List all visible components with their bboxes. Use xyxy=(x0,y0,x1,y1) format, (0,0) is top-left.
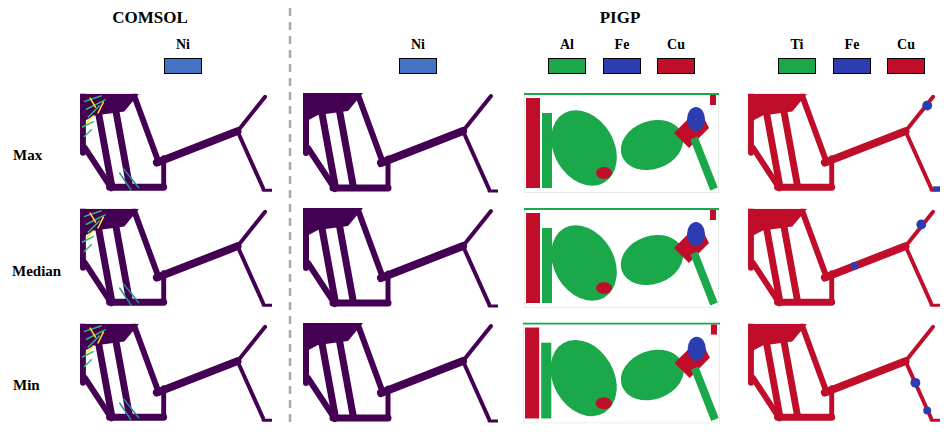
pigp-tifecu-structure xyxy=(748,93,940,193)
legend-text: Fe xyxy=(845,37,860,52)
legend-swatch xyxy=(603,58,641,74)
pigp-ni-structure xyxy=(303,93,498,193)
pigp-alfecu-structure xyxy=(523,322,720,424)
legend-swatch xyxy=(887,58,925,74)
legend-swatch xyxy=(164,58,202,74)
legend-text: Ni xyxy=(176,37,190,52)
legend-swatch xyxy=(778,58,816,74)
comsol-structure xyxy=(80,322,272,424)
legend-text: Fe xyxy=(615,37,630,52)
pigp-ni-structure xyxy=(303,208,498,308)
legend-text: Ni xyxy=(411,37,425,52)
pigp-ni-structure xyxy=(303,322,498,424)
legend-swatch xyxy=(657,58,695,74)
row-label: Max xyxy=(13,147,42,164)
legend-text: Ti xyxy=(791,37,804,52)
row-label: Median xyxy=(12,263,61,280)
legend-text: Cu xyxy=(897,37,915,52)
comsol-structure xyxy=(80,93,272,193)
legend-swatch xyxy=(833,58,871,74)
column-header: PIGP xyxy=(600,9,641,28)
divider-line xyxy=(286,8,294,428)
pigp-tifecu-structure xyxy=(748,322,940,424)
legend-swatch xyxy=(399,58,437,74)
legend-text: Al xyxy=(560,37,574,52)
legend-text: Cu xyxy=(667,37,685,52)
pigp-alfecu-structure xyxy=(523,208,720,308)
pigp-tifecu-structure xyxy=(748,208,940,308)
legend-swatch xyxy=(548,58,586,74)
comsol-structure xyxy=(80,208,272,308)
row-label: Min xyxy=(13,377,40,394)
column-header: COMSOL xyxy=(112,9,188,28)
pigp-alfecu-structure xyxy=(523,93,720,193)
